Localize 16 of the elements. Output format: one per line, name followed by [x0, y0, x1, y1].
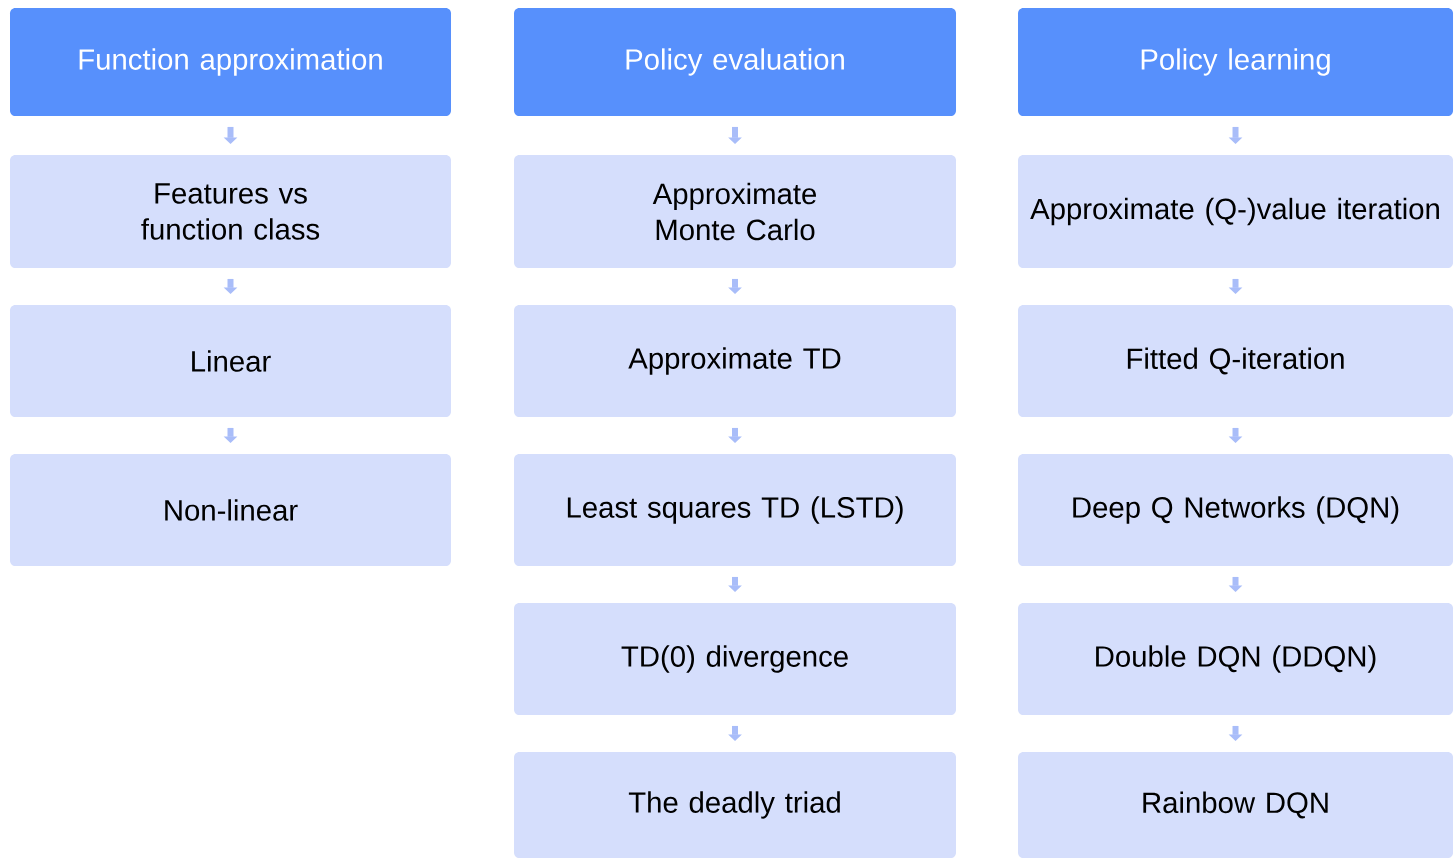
process-box: Rainbow DQN [1018, 752, 1453, 858]
header-box: Policy learning [1018, 8, 1453, 116]
process-box: Approximate TD [514, 305, 956, 417]
process-box: TD(0) divergence [514, 603, 956, 715]
header-box: Policy evaluation [514, 8, 956, 116]
process-box: Non-linear [10, 454, 451, 566]
process-box: Linear [10, 305, 451, 417]
process-box: Least squares TD (LSTD) [514, 454, 956, 566]
process-box: Double DQN (DDQN) [1018, 603, 1453, 715]
process-box: Approximate (Q-)value iteration [1018, 155, 1453, 268]
process-box: Features vs function class [10, 155, 451, 268]
process-box: Approximate Monte Carlo [514, 155, 956, 268]
process-box: The deadly triad [514, 752, 956, 858]
header-box: Function approximation [10, 8, 451, 116]
process-box: Fitted Q-iteration [1018, 305, 1453, 417]
process-box: Deep Q Networks (DQN) [1018, 454, 1453, 566]
